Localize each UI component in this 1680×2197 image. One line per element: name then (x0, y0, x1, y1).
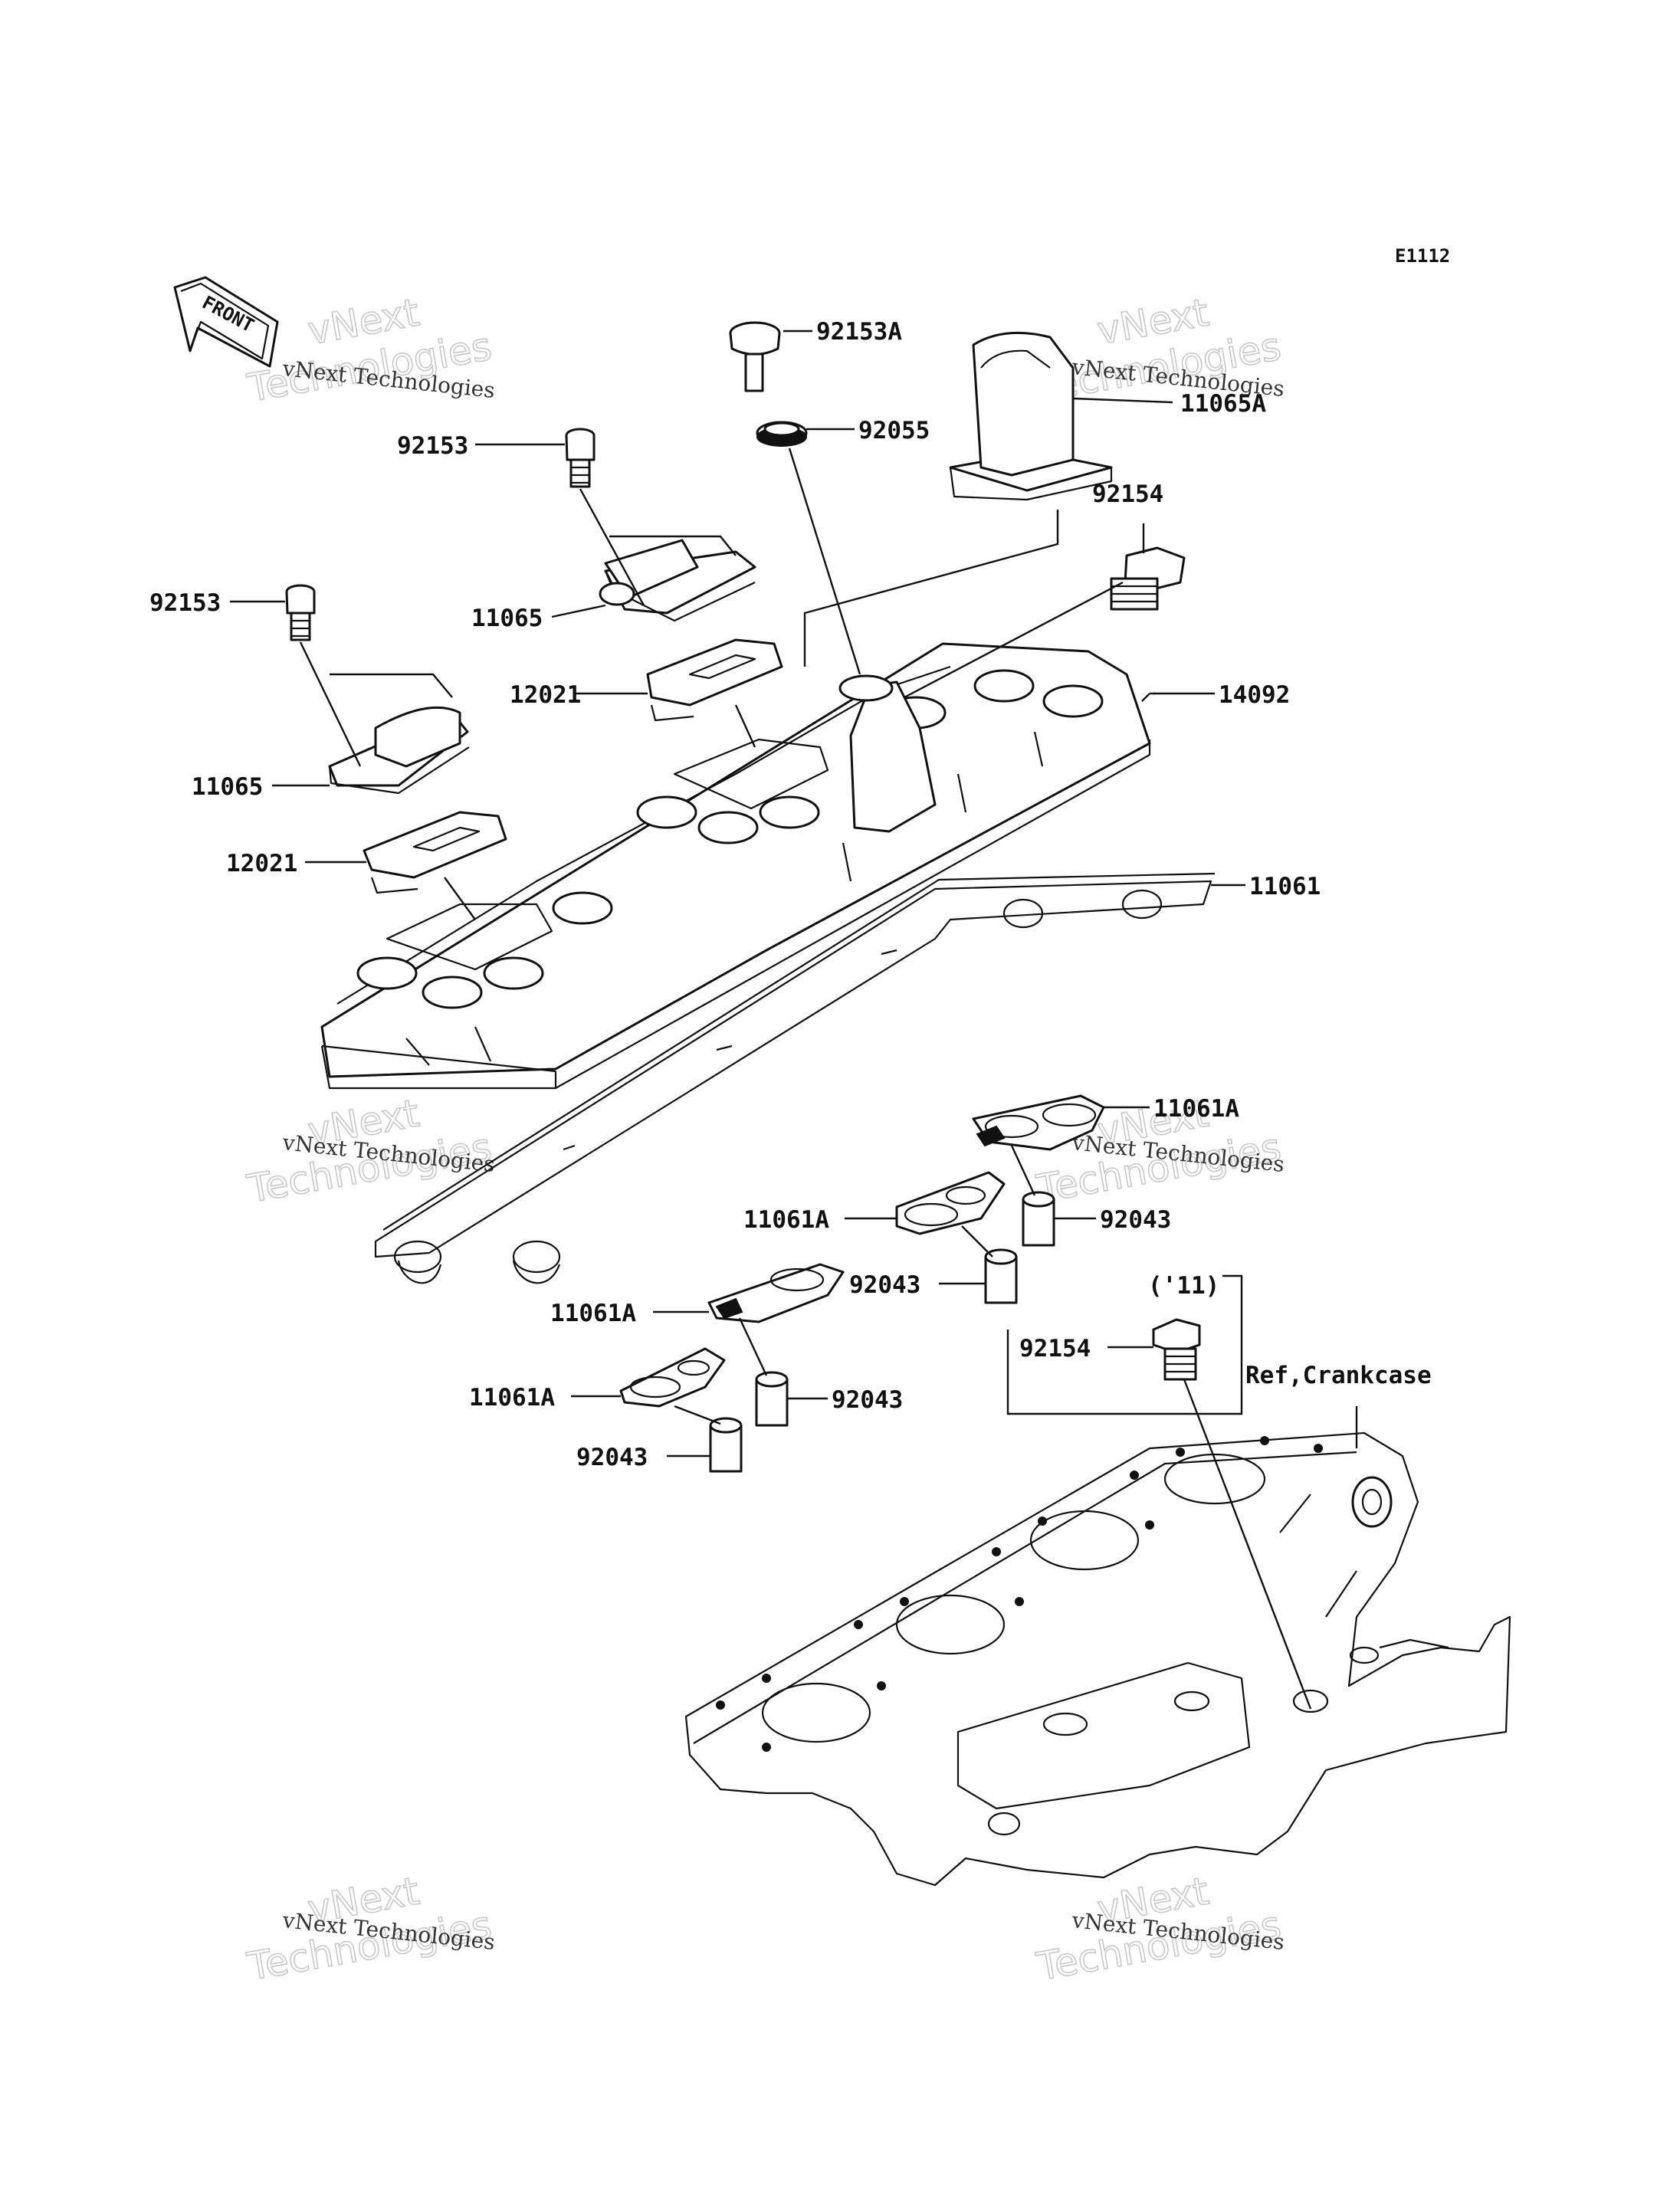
callout-11065a: 11065A (1180, 390, 1266, 418)
dowel-92043-1 (1022, 1191, 1055, 1247)
callout-92154-upper: 92154 (1092, 480, 1163, 508)
callout-92043-4: 92043 (576, 1444, 648, 1471)
callout-92154-lower: 92154 (1019, 1335, 1091, 1362)
callout-14092: 14092 (1219, 681, 1290, 709)
callout-11061a-1: 11061A (1153, 1095, 1239, 1123)
callout-12021-lower: 12021 (226, 850, 297, 877)
bolt-92153-upper (565, 428, 596, 488)
gasket-11061a-1 (972, 1094, 1105, 1151)
bolt-92153-lower (285, 584, 316, 641)
callout-92153-upper: 92153 (397, 432, 468, 460)
callout-92043-3: 92043 (832, 1386, 903, 1414)
callout-92043-1: 92043 (1100, 1206, 1171, 1234)
callout-11061a-3: 11061A (550, 1300, 636, 1327)
dowel-92043-3 (755, 1371, 789, 1427)
cylinder-head-cover (320, 642, 1151, 1090)
head-cover-gasket (374, 872, 1216, 1284)
gasket-11061a-4 (619, 1347, 726, 1408)
gasket-11061a-3 (707, 1263, 845, 1323)
callout-11061: 11061 (1249, 873, 1321, 900)
year-bracket (1006, 1274, 1243, 1415)
reed-valve-12021-lower (363, 811, 507, 894)
leader-lines (230, 330, 1358, 1710)
callout-92153-lower: 92153 (149, 589, 221, 617)
callout-11061a-4: 11061A (469, 1384, 555, 1412)
callout-92153a: 92153A (816, 318, 902, 346)
front-arrow-icon: FRONT (173, 276, 279, 368)
callout-11061a-2: 11061A (743, 1206, 829, 1234)
plug-92154-upper (1110, 546, 1186, 611)
reed-valve-12021-upper (646, 638, 783, 722)
callout-12021-upper: 12021 (510, 681, 581, 709)
diagram-code: E1112 (1395, 245, 1450, 267)
callout-92055: 92055 (858, 417, 930, 444)
year-note: ('11) (1148, 1272, 1219, 1300)
reference-note: Ref,Crankcase (1245, 1362, 1432, 1389)
grommet-92055 (756, 421, 808, 447)
callout-11065-upper: 11065 (471, 605, 543, 632)
bolt-92153a (729, 321, 781, 392)
crankcase-reference (684, 1431, 1511, 1887)
dowel-92043-4 (709, 1417, 743, 1473)
dowel-92043-2 (984, 1248, 1018, 1304)
gasket-11061a-2 (895, 1171, 1006, 1235)
callout-11065-lower: 11065 (192, 773, 263, 801)
cover-11065a (949, 331, 1113, 501)
reed-valve-cover-lower (328, 706, 470, 795)
plug-92154-lower (1152, 1318, 1201, 1381)
callout-92043-2: 92043 (849, 1271, 920, 1299)
reed-valve-cover-upper (599, 539, 756, 622)
